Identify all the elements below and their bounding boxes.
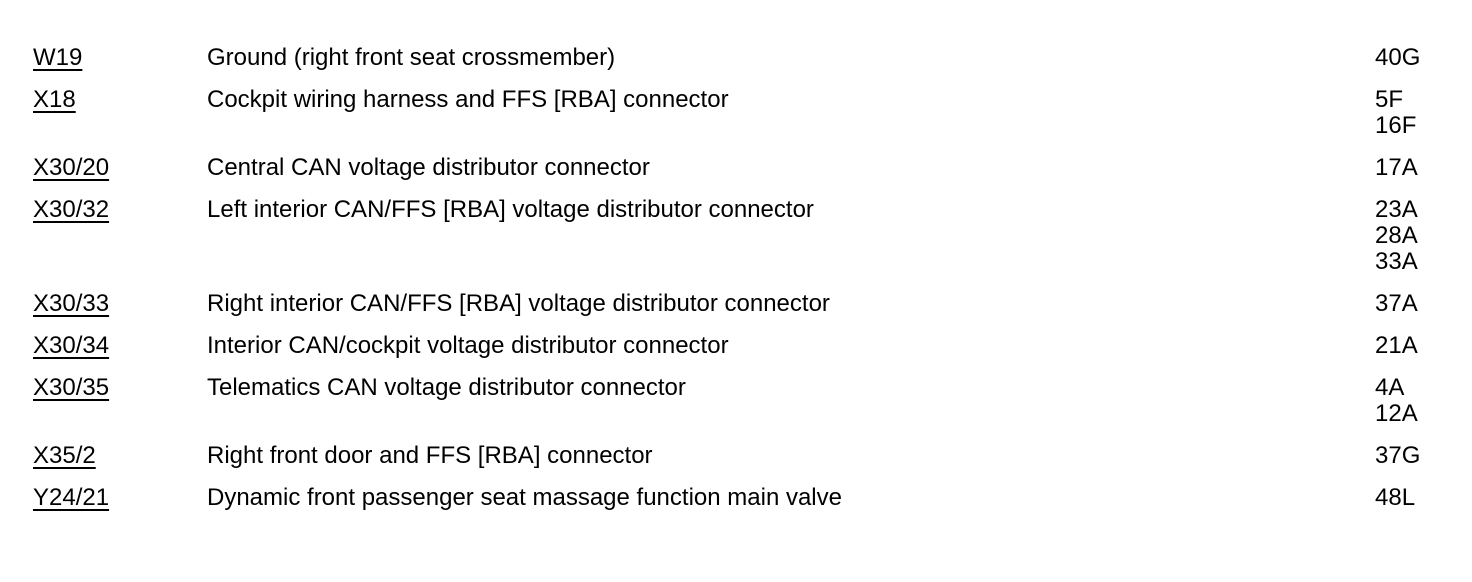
location-codes: 17A [1375,155,1472,181]
table-row: X18 Cockpit wiring harness and FFS [RBA]… [33,87,1472,139]
location-code: 4A [1375,374,1405,401]
table-row: Y24/21 Dynamic front passenger seat mass… [33,485,1472,511]
location-code: 17A [1375,154,1418,181]
location-code: 40G [1375,44,1421,71]
location-code: 5F [1375,86,1404,113]
component-description: Right front door and FFS [RBA] connector [207,442,653,469]
component-code-cell: X30/32 [33,197,207,223]
component-description: Ground (right front seat crossmember) [207,44,616,71]
location-code: 21A [1375,332,1418,359]
component-code-cell: W19 [33,45,207,71]
component-description: Central CAN voltage distributor connecto… [207,154,650,181]
component-code-link[interactable]: X18 [33,86,76,113]
component-code-cell: X18 [33,87,207,113]
table-row: X35/2 Right front door and FFS [RBA] con… [33,443,1472,469]
component-description: Left interior CAN/FFS [RBA] voltage dist… [207,196,814,223]
table-row: X30/35 Telematics CAN voltage distributo… [33,375,1472,427]
location-code: 33A [1375,248,1418,275]
component-description: Dynamic front passenger seat massage fun… [207,484,842,511]
location-codes: 23A 28A 33A [1375,197,1472,275]
component-code-link[interactable]: W19 [33,44,83,71]
location-codes: 40G [1375,45,1472,71]
location-code: 16F [1375,112,1417,139]
component-code-cell: X35/2 [33,443,207,469]
component-code-cell: Y24/21 [33,485,207,511]
component-code-link[interactable]: X35/2 [33,442,96,469]
component-code-cell: X30/33 [33,291,207,317]
component-legend: W19 Ground (right front seat crossmember… [33,45,1472,511]
table-row: X30/33 Right interior CAN/FFS [RBA] volt… [33,291,1472,317]
component-description: Telematics CAN voltage distributor conne… [207,374,686,401]
table-row: X30/20 Central CAN voltage distributor c… [33,155,1472,181]
component-code-cell: X30/35 [33,375,207,401]
location-codes: 37A [1375,291,1472,317]
component-code-link[interactable]: Y24/21 [33,484,110,511]
location-codes: 48L [1375,485,1472,511]
component-description: Interior CAN/cockpit voltage distributor… [207,332,729,359]
component-code-cell: X30/20 [33,155,207,181]
location-code: 23A [1375,196,1418,223]
location-code: 37G [1375,442,1421,469]
location-codes: 5F 16F [1375,87,1472,139]
location-code: 28A [1375,222,1418,249]
table-row: X30/32 Left interior CAN/FFS [RBA] volta… [33,197,1472,275]
location-code: 48L [1375,484,1416,511]
location-codes: 37G [1375,443,1472,469]
component-code-link[interactable]: X30/34 [33,332,110,359]
component-code-link[interactable]: X30/33 [33,290,110,317]
location-codes: 4A 12A [1375,375,1472,427]
component-code-link[interactable]: X30/35 [33,374,110,401]
table-row: W19 Ground (right front seat crossmember… [33,45,1472,71]
component-code-cell: X30/34 [33,333,207,359]
location-code: 37A [1375,290,1418,317]
component-description: Cockpit wiring harness and FFS [RBA] con… [207,86,729,113]
location-codes: 21A [1375,333,1472,359]
component-code-link[interactable]: X30/32 [33,196,110,223]
location-code: 12A [1375,400,1418,427]
component-code-link[interactable]: X30/20 [33,154,110,181]
table-row: X30/34 Interior CAN/cockpit voltage dist… [33,333,1472,359]
component-description: Right interior CAN/FFS [RBA] voltage dis… [207,290,830,317]
